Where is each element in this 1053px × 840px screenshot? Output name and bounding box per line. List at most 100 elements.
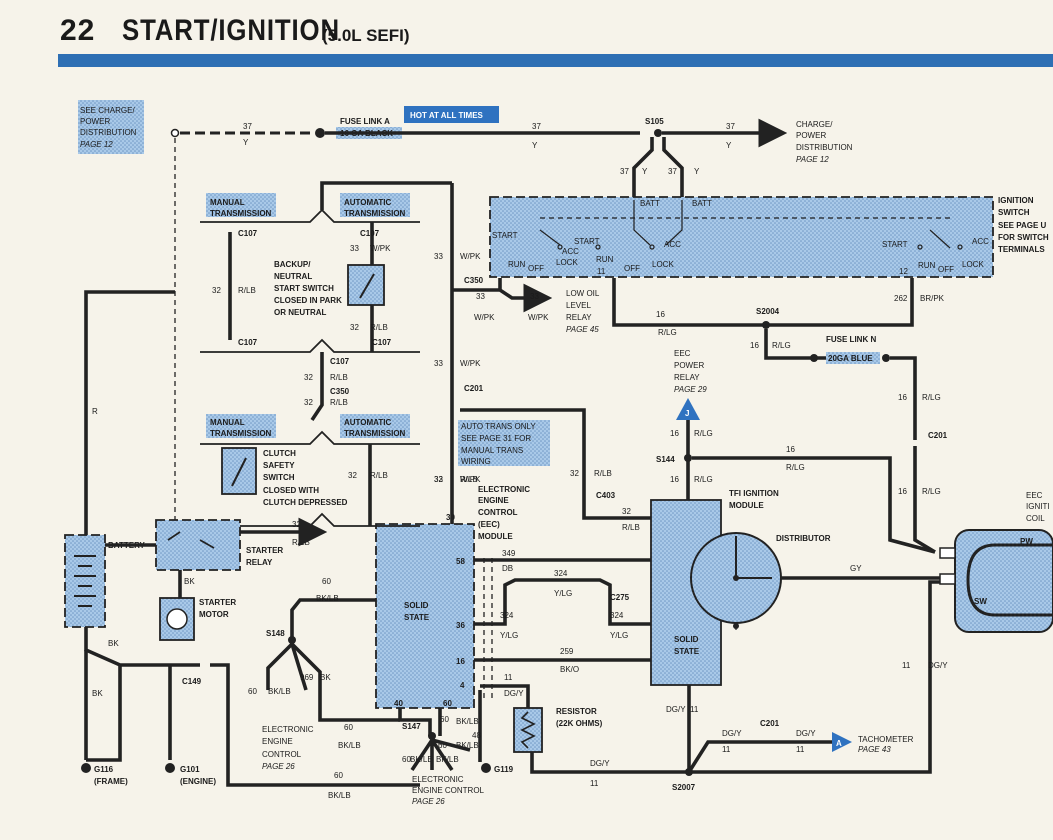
svg-text:32: 32: [350, 323, 359, 332]
svg-text:R/LB: R/LB: [292, 538, 310, 547]
svg-text:MODULE: MODULE: [729, 501, 764, 510]
svg-text:32: 32: [212, 286, 221, 295]
svg-text:PAGE 26: PAGE 26: [412, 797, 445, 806]
s147-label: S147: [402, 722, 421, 731]
svg-text:ELECTRONIC: ELECTRONIC: [412, 775, 464, 784]
svg-text:60: 60: [322, 577, 331, 586]
starter-relay: [155, 519, 241, 571]
svg-text:BK/LB: BK/LB: [268, 687, 291, 696]
svg-text:PAGE 45: PAGE 45: [566, 325, 599, 334]
svg-text:LOW OIL: LOW OIL: [566, 289, 600, 298]
svg-text:DB: DB: [502, 564, 513, 573]
svg-text:Y/LG: Y/LG: [610, 631, 628, 640]
svg-text:Y: Y: [243, 138, 249, 147]
switch-contacts: [539, 200, 963, 250]
svg-text:259: 259: [560, 647, 574, 656]
svg-text:CLOSED IN PARK: CLOSED IN PARK: [274, 296, 342, 305]
svg-text:R/LG: R/LG: [786, 463, 805, 472]
svg-text:MANUAL TRANS: MANUAL TRANS: [461, 446, 523, 455]
fuse-link-a-node: [315, 128, 325, 138]
svg-text:STATE: STATE: [674, 647, 700, 656]
svg-text:FUSE LINK N: FUSE LINK N: [826, 335, 876, 344]
svg-text:TACHOMETER: TACHOMETER: [858, 735, 914, 744]
svg-text:ACC: ACC: [972, 237, 989, 246]
svg-text:G116: G116: [94, 765, 114, 774]
svg-text:BR/PK: BR/PK: [920, 294, 945, 303]
svg-text:ENGINE: ENGINE: [262, 737, 293, 746]
svg-text:Y: Y: [726, 141, 732, 150]
svg-text:MANUAL: MANUAL: [210, 418, 245, 427]
eec-relay-note: EEC POWER RELAY PAGE 29: [674, 349, 707, 394]
svg-text:AUTO TRANS ONLY: AUTO TRANS ONLY: [461, 422, 536, 431]
c201-mid-label: C201: [464, 384, 484, 393]
svg-text:11: 11: [590, 779, 599, 788]
connector-j-marker: [676, 398, 700, 420]
svg-text:RESISTOR: RESISTOR: [556, 707, 597, 716]
connector-a-marker: [832, 732, 852, 752]
svg-text:R/LB: R/LB: [370, 471, 388, 480]
svg-text:MODULE: MODULE: [478, 532, 513, 541]
svg-text:324: 324: [610, 611, 624, 620]
svg-text:262: 262: [894, 294, 908, 303]
svg-text:32: 32: [622, 507, 631, 516]
s2004-splice: [762, 321, 770, 329]
c201-right-label: C201: [928, 431, 948, 440]
svg-text:BK: BK: [320, 673, 331, 682]
svg-text:W/PK: W/PK: [370, 244, 391, 253]
wire-11-dgy-tach: [687, 740, 838, 773]
svg-text:C107: C107: [360, 229, 380, 238]
svg-text:CLUTCH DEPRESSED: CLUTCH DEPRESSED: [263, 498, 348, 507]
s144-splice: [684, 454, 692, 462]
svg-text:37: 37: [726, 122, 735, 131]
svg-text:37: 37: [532, 122, 541, 131]
svg-text:33: 33: [476, 292, 485, 301]
svg-text:BK/LB: BK/LB: [456, 717, 479, 726]
charge-dist-note: CHARGE/ POWER DISTRIBUTION PAGE 12: [796, 120, 853, 164]
svg-text:40: 40: [394, 699, 403, 708]
svg-text:FOR SWITCH: FOR SWITCH: [998, 233, 1049, 242]
svg-text:DG/Y: DG/Y: [504, 689, 524, 698]
wire-60-bklb-s148: [290, 598, 376, 640]
svg-text:C107: C107: [238, 338, 258, 347]
svg-text:MANUAL: MANUAL: [210, 198, 245, 207]
svg-text:324: 324: [500, 611, 514, 620]
svg-text:Y: Y: [642, 167, 648, 176]
distributor-label: DISTRIBUTOR: [776, 534, 831, 543]
svg-text:SEE CHARGE/: SEE CHARGE/: [80, 106, 135, 115]
wire-11-dgy-coil: [689, 580, 940, 774]
svg-text:BACKUP/: BACKUP/: [274, 260, 311, 269]
ignition-switch-terminals: BATT BATT START START ACC ACC ACC RUN OF…: [492, 199, 989, 276]
eec-solid-state: SOLID STATE: [404, 601, 430, 622]
svg-text:C107: C107: [238, 229, 258, 238]
svg-text:DG/Y: DG/Y: [928, 661, 948, 670]
auto-trans-note: AUTO TRANS ONLY SEE PAGE 31 FOR MANUAL T…: [461, 422, 536, 466]
svg-text:BATT: BATT: [640, 199, 660, 208]
svg-text:60: 60: [438, 741, 447, 750]
svg-text:DG/Y: DG/Y: [722, 729, 742, 738]
wire-32-rlb-mid: [310, 352, 324, 421]
coil-pw: PW: [1020, 537, 1033, 546]
svg-text:11: 11: [796, 745, 805, 754]
svg-text:IGNITI: IGNITI: [1026, 502, 1050, 511]
svg-text:(FRAME): (FRAME): [94, 777, 128, 786]
svg-text:AUTOMATIC: AUTOMATIC: [344, 198, 391, 207]
see-charge-note: SEE CHARGE/ POWER DISTRIBUTION PAGE 12: [80, 106, 137, 149]
svg-text:R/LB: R/LB: [238, 286, 256, 295]
wire-37-batt-right: [662, 137, 684, 200]
svg-text:AUTOMATIC: AUTOMATIC: [344, 418, 391, 427]
svg-text:48: 48: [472, 731, 481, 740]
svg-text:LOCK: LOCK: [556, 258, 578, 267]
svg-text:R/LB: R/LB: [622, 523, 640, 532]
svg-text:SAFETY: SAFETY: [263, 461, 295, 470]
svg-text:POWER: POWER: [80, 117, 110, 126]
svg-text:R/LG: R/LG: [658, 328, 677, 337]
svg-text:33: 33: [434, 359, 443, 368]
s105-label: S105: [645, 117, 664, 126]
eec-coil-note: EEC IGNITI COIL: [1026, 491, 1050, 523]
svg-text:BK/LB: BK/LB: [316, 594, 339, 603]
svg-text:W/PK: W/PK: [460, 475, 481, 484]
svg-text:11: 11: [504, 673, 513, 682]
